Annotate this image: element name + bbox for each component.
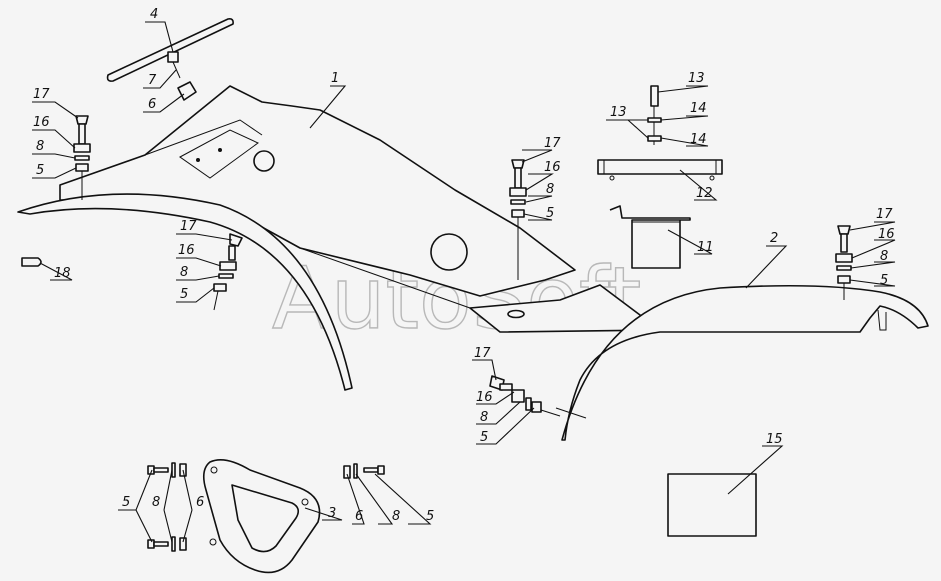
callout-17-center: 17 bbox=[544, 136, 561, 151]
callout-5-center: 5 bbox=[546, 206, 554, 221]
callout-2: 2 bbox=[770, 231, 778, 246]
part-4-rod bbox=[106, 18, 234, 101]
callout-8-center: 8 bbox=[546, 182, 554, 197]
part-15-plate bbox=[667, 473, 757, 537]
callout-15: 15 bbox=[766, 432, 783, 447]
part-9-bracket bbox=[609, 205, 691, 269]
callout-5-bottomright: 5 bbox=[426, 509, 434, 524]
callout-5-midleft: 5 bbox=[180, 287, 188, 302]
callout-6-bottomright: 6 bbox=[355, 509, 363, 524]
callout-8-bottomright: 8 bbox=[392, 509, 400, 524]
callout-8-right: 8 bbox=[880, 249, 888, 264]
callout-8-lower: 8 bbox=[480, 410, 488, 425]
callout-10: 12 bbox=[696, 186, 713, 201]
part-3-bracket bbox=[202, 459, 321, 574]
leader-lines bbox=[32, 21, 896, 543]
callout-16-right: 16 bbox=[878, 227, 895, 242]
fastener-stack-mid-left bbox=[213, 233, 243, 311]
part-10-strip bbox=[597, 159, 723, 181]
callout-labels: 4 7 6 1 17 16 8 5 17 16 8 5 17 16 8 5 17… bbox=[33, 7, 895, 524]
callout-5-left: 5 bbox=[36, 163, 44, 178]
callout-12: 14 bbox=[690, 101, 707, 116]
callout-17-midleft: 17 bbox=[180, 219, 197, 234]
callout-8-left: 8 bbox=[36, 139, 44, 154]
callout-6-bottomleft: 6 bbox=[196, 495, 204, 510]
callout-17-right: 17 bbox=[876, 207, 893, 222]
part-2-right-fender bbox=[555, 284, 929, 441]
callout-16-lower: 16 bbox=[476, 390, 493, 405]
callout-13: 13 bbox=[610, 105, 627, 120]
part-1-left-fender bbox=[17, 85, 661, 391]
callout-5-bottomleft: 5 bbox=[122, 495, 130, 510]
callout-5-right: 5 bbox=[880, 273, 888, 288]
callout-17-left: 17 bbox=[33, 87, 50, 102]
callout-1: 1 bbox=[331, 71, 339, 86]
callout-18: 18 bbox=[54, 266, 71, 281]
callout-4: 4 bbox=[150, 7, 158, 22]
callout-8-bottomleft: 8 bbox=[152, 495, 160, 510]
fastener-stack-center bbox=[509, 159, 527, 280]
loose-fasteners bbox=[147, 462, 385, 552]
callout-16-left: 16 bbox=[33, 115, 50, 130]
callout-11: 13 bbox=[688, 71, 705, 86]
callout-7: 7 bbox=[148, 73, 157, 88]
callout-14: 14 bbox=[690, 132, 707, 147]
fastener-stack-lower bbox=[489, 375, 561, 417]
callout-6-top: 6 bbox=[148, 97, 156, 112]
part-18-clip bbox=[21, 257, 42, 267]
callout-3: 3 bbox=[328, 506, 336, 521]
callout-9: 11 bbox=[697, 240, 714, 255]
callout-16-center: 16 bbox=[544, 160, 561, 175]
callout-8-midleft: 8 bbox=[180, 265, 188, 280]
callout-5-lower: 5 bbox=[480, 430, 488, 445]
callout-16-midleft: 16 bbox=[178, 243, 195, 258]
bolt-stack-11-14 bbox=[647, 85, 662, 145]
callout-17-lower: 17 bbox=[474, 346, 491, 361]
